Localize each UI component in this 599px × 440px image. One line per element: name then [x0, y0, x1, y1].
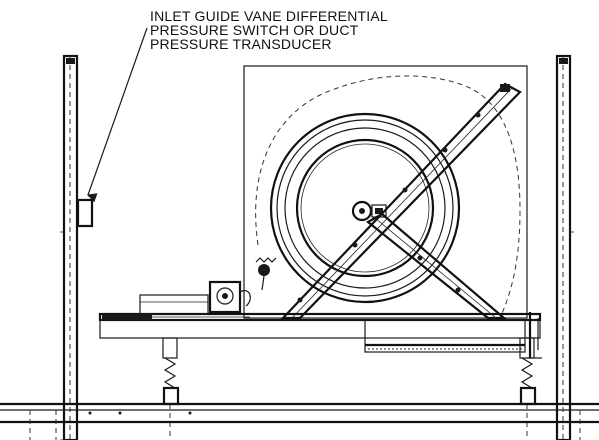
linkage-spring: [255, 257, 277, 291]
motor-base-plate: [98, 312, 542, 339]
callout-line-1: INLET GUIDE VANE DIFFERENTIAL: [150, 8, 388, 24]
base-rail: [0, 402, 599, 440]
pressure-transducer: [76, 198, 94, 228]
post-tick-marks: [60, 231, 574, 440]
right-frame-post: [555, 54, 572, 440]
fan-housing: [243, 65, 528, 319]
fan-scroll-outline: [255, 75, 521, 319]
spring-isolator-right: [519, 337, 537, 440]
callout-line-3: PRESSURE TRANSDUCER: [150, 36, 332, 52]
left-frame-post: [62, 54, 79, 440]
diagonal-brace-main: [280, 82, 522, 320]
guide-vane-actuator: [208, 280, 251, 314]
fan-wheel: [269, 112, 461, 304]
fan-hub: [351, 200, 387, 222]
callout-leader-line: [86, 27, 148, 203]
actuator-housing: [139, 294, 209, 315]
spring-isolator-left: [162, 337, 180, 440]
access-panel: [364, 319, 526, 353]
callout-label: INLET GUIDE VANE DIFFERENTIAL PRESSURE S…: [150, 9, 480, 51]
diagonal-brace-cross: [366, 212, 507, 320]
callout-line-2: PRESSURE SWITCH OR DUCT: [150, 22, 359, 38]
